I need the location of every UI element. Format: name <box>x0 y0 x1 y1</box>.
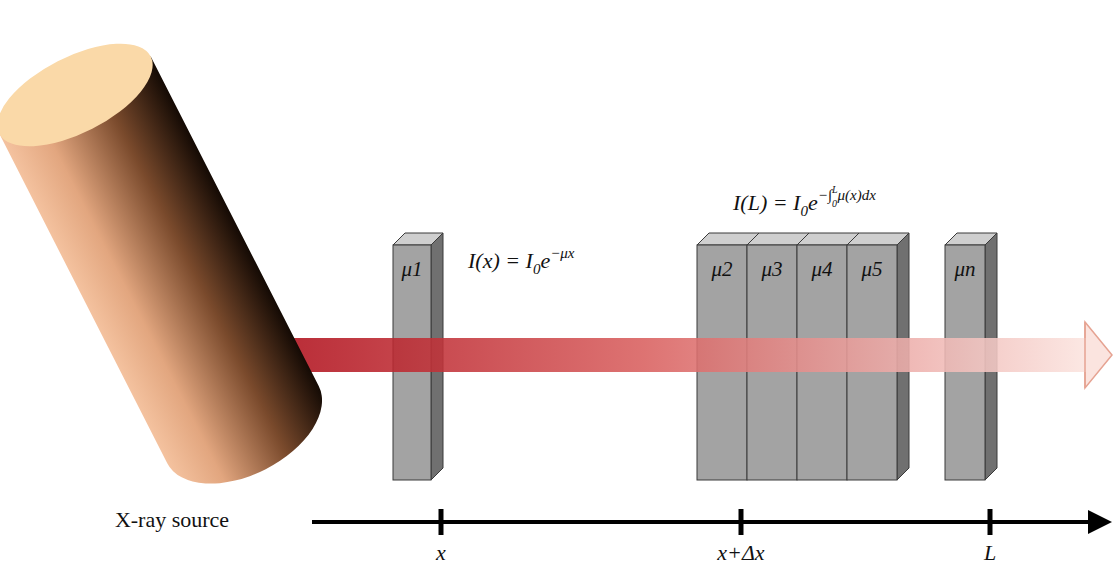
attenuation-label: μ3 <box>747 245 797 282</box>
material-slab: μ3 <box>747 245 797 480</box>
attenuation-label: μ2 <box>697 245 747 282</box>
formula-part: I(L) = I <box>733 192 800 214</box>
position-axis <box>312 509 1112 535</box>
axis-tick-label: x <box>436 541 446 565</box>
formula-part: 0 <box>832 199 837 209</box>
formula-part: −∫ <box>818 188 832 203</box>
formula-part: e <box>540 250 550 272</box>
formula-part: 0 <box>533 262 541 277</box>
axis-tick-label: L <box>984 541 996 565</box>
intensity-formula: I(x) = I0e−μx <box>468 250 575 272</box>
attenuation-label: μn <box>945 245 985 282</box>
attenuation-label: μ5 <box>847 245 897 282</box>
axis-tick-label: x+Δx <box>717 541 764 565</box>
material-slab: μ5 <box>847 245 897 480</box>
x-ray-tube <box>0 23 341 508</box>
x-ray-beam <box>285 322 1112 388</box>
formula-part: −μx <box>550 246 574 261</box>
material-slab: μn <box>945 245 985 480</box>
formula-part: e <box>808 192 818 214</box>
material-slab: μ1 <box>393 245 431 480</box>
formula-part: 0 <box>800 204 808 219</box>
formula-part: μ(x)dx <box>837 188 875 203</box>
material-slab: μ2 <box>697 245 747 480</box>
formula-part: I(x) = I <box>468 250 533 272</box>
source-label: X-ray source <box>115 508 229 532</box>
formula-part: L <box>832 185 838 195</box>
attenuation-label: μ1 <box>393 245 431 282</box>
line-integral-formula: I(L) = I0e−∫0Lμ(x)dx <box>733 192 876 214</box>
attenuation-label: μ4 <box>797 245 847 282</box>
material-slab: μ4 <box>797 245 847 480</box>
